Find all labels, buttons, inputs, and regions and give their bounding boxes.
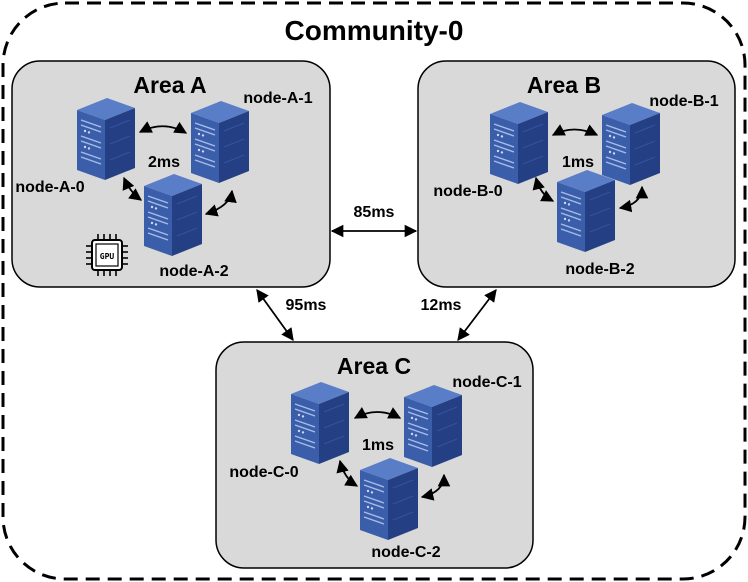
link-c1-c2 bbox=[420, 473, 451, 501]
area-a-title: Area A bbox=[133, 72, 206, 98]
link-a0-a2 bbox=[122, 176, 143, 201]
server-icon bbox=[489, 101, 549, 185]
node-label: node-C-0 bbox=[229, 464, 298, 481]
server-icon bbox=[359, 457, 419, 541]
node-label: node-A-1 bbox=[243, 90, 312, 107]
node-label: node-B-0 bbox=[433, 183, 502, 200]
server-icon bbox=[190, 100, 250, 184]
area-c-latency: 1ms bbox=[362, 437, 394, 454]
link-a0-a1 bbox=[138, 121, 188, 134]
link-area-b-c bbox=[457, 288, 497, 342]
server-icon bbox=[403, 384, 463, 468]
server-icon bbox=[76, 97, 136, 181]
area-b-title: Area B bbox=[527, 72, 601, 98]
node-label: node-A-0 bbox=[15, 179, 84, 196]
link-b0-b1 bbox=[551, 124, 599, 136]
link-b0-b2 bbox=[532, 176, 555, 202]
link-c0-c2 bbox=[336, 459, 359, 487]
area-b: Area B 1ms node-B-0 node-B-1 node-B-2 bbox=[417, 60, 736, 288]
node-label: node-C-2 bbox=[371, 544, 440, 561]
link-a1-a2 bbox=[204, 189, 237, 217]
server-icon bbox=[601, 102, 661, 186]
link-b1-b2 bbox=[618, 185, 649, 213]
area-c-title: Area C bbox=[337, 353, 411, 379]
gpu-label: GPU bbox=[100, 252, 115, 261]
node-label: node-A-2 bbox=[159, 263, 228, 280]
server-icon bbox=[290, 381, 350, 465]
server-icon bbox=[143, 173, 203, 257]
area-a: Area A 2ms node-A-0 node-A-1 node-A-2 bbox=[11, 60, 331, 288]
node-label: node-B-1 bbox=[649, 93, 718, 110]
server-icon bbox=[556, 169, 616, 253]
gpu-chip-icon: GPU bbox=[86, 234, 128, 276]
area-a-latency: 2ms bbox=[148, 154, 180, 171]
node-label: node-C-1 bbox=[452, 374, 521, 391]
link-b-c-latency: 12ms bbox=[421, 297, 462, 314]
community-title: Community-0 bbox=[285, 15, 464, 46]
link-c0-c1 bbox=[353, 407, 402, 419]
area-b-latency: 1ms bbox=[562, 154, 594, 171]
area-c: Area C 1ms node-C-0 node-C-1 node-C-2 bbox=[215, 341, 534, 569]
node-label: node-B-2 bbox=[565, 261, 634, 278]
link-a-b-latency: 85ms bbox=[354, 204, 395, 221]
link-a-c-latency: 95ms bbox=[286, 297, 327, 314]
link-area-a-c bbox=[256, 288, 294, 342]
